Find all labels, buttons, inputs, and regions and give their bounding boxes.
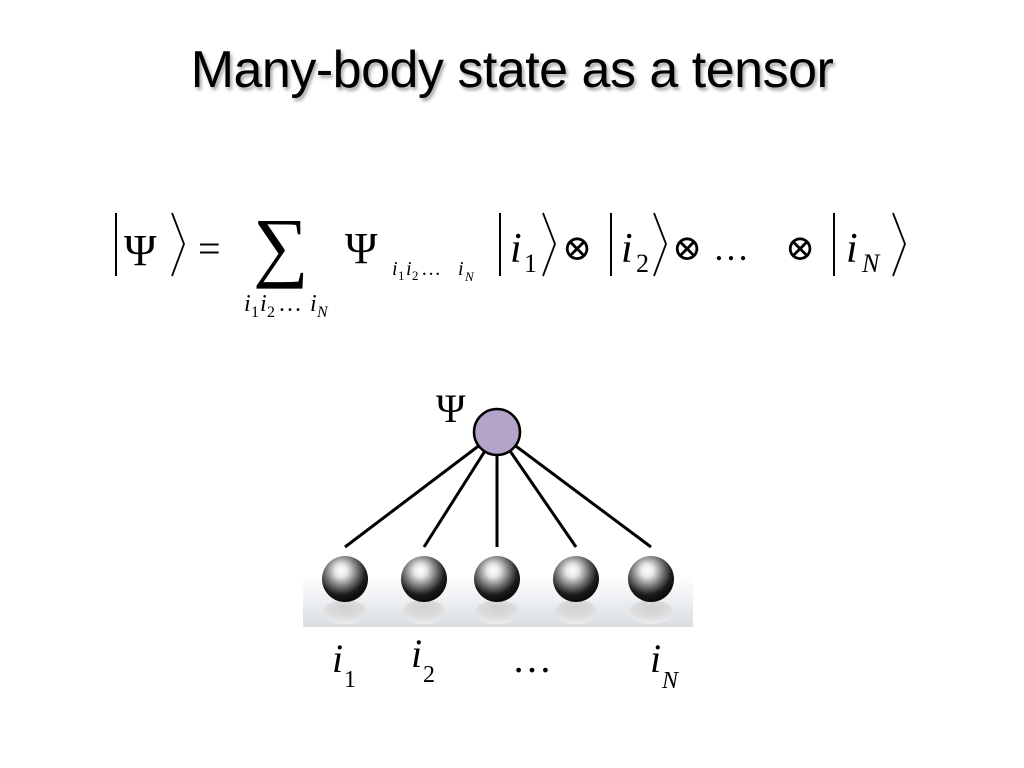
ket-angle: [542, 212, 556, 277]
site-label-i1-var: i: [332, 636, 343, 681]
slide-title: Many-body state as a tensor: [190, 41, 834, 99]
tensor-diagram: Ψ i 1: [303, 386, 693, 694]
equation: Ψ = ∑ i 1 i 2 … i N Ψ i 1 i 2 …: [115, 202, 906, 321]
site-ball-4: [553, 556, 599, 602]
reflection-5: [629, 600, 673, 624]
tensor-node-label: Ψ: [436, 386, 466, 431]
ket-i2-var: i: [621, 226, 633, 272]
site-label-i2-sub: 2: [423, 662, 435, 688]
ket-i1: i 1: [499, 212, 556, 278]
ket-i1-sub: 1: [524, 249, 537, 278]
tensor-leg-1: [344, 430, 498, 549]
sum-index-i2: i: [260, 291, 267, 317]
coef-index-i1: i: [392, 258, 398, 280]
otimes-2: ⊗: [672, 228, 702, 268]
site-label-i1-sub: 1: [344, 667, 356, 693]
site-balls: [322, 556, 674, 602]
site-ball-5: [628, 556, 674, 602]
ket-psi-symbol: Ψ: [124, 226, 157, 275]
sum-index-i1-sub: 1: [251, 304, 259, 321]
site-labels: i 1 i 2 … i N: [332, 631, 680, 694]
sum-index-iN-sub: N: [316, 304, 329, 321]
reflection-2: [402, 600, 446, 624]
otimes-3: ⊗: [785, 228, 815, 268]
ket-iN-var: i: [846, 226, 858, 272]
sum-index: i 1 i 2 … i N: [244, 291, 329, 321]
ket-angle: [171, 212, 185, 277]
sum-index-i1: i: [244, 291, 251, 317]
tensor-leg-5: [496, 430, 652, 549]
reflection-4: [554, 600, 598, 624]
ket-iN: i N: [833, 212, 906, 278]
coef-index-iN-sub: N: [464, 269, 475, 284]
ket-psi: Ψ: [115, 212, 185, 277]
coef-index-dots: …: [421, 258, 441, 280]
coefficient-index: i 1 i 2 … i N: [392, 258, 475, 284]
site-label-i1: i 1: [332, 636, 356, 693]
site-ball-2: [401, 556, 447, 602]
site-label-iN-var: i: [650, 636, 661, 681]
site-label-i2-var: i: [411, 631, 422, 676]
ket-i2-sub: 2: [636, 249, 649, 278]
site-label-dots: …: [512, 636, 552, 681]
sum-symbol: ∑: [253, 202, 309, 289]
coefficient-psi: Ψ: [345, 224, 378, 273]
site-label-iN-sub: N: [661, 668, 680, 694]
ket-angle: [892, 212, 906, 277]
ket-i2: i 2: [610, 212, 667, 278]
sum-index-i2-sub: 2: [267, 304, 275, 321]
ket-iN-sub: N: [861, 249, 881, 278]
tensor-node: [472, 407, 522, 457]
coef-index-i1-sub: 1: [398, 268, 405, 283]
equals-sign: =: [198, 226, 221, 271]
site-ball-1: [322, 556, 368, 602]
reflection-1: [323, 600, 367, 624]
otimes-1: ⊗: [562, 228, 592, 268]
sum-index-dots: …: [278, 291, 302, 317]
ket-i1-var: i: [510, 226, 522, 272]
ball-reflections: [323, 600, 673, 624]
equation-dots: …: [713, 228, 749, 268]
coef-index-i2: i: [406, 258, 412, 280]
coef-index-i2-sub: 2: [412, 268, 419, 283]
sum-index-iN: i: [310, 291, 317, 317]
site-label-iN: i N: [650, 636, 680, 694]
coef-index-iN: i: [458, 258, 464, 280]
site-label-i2: i 2: [411, 631, 435, 688]
ket-angle: [653, 212, 667, 277]
reflection-3: [475, 600, 519, 624]
site-ball-3: [474, 556, 520, 602]
